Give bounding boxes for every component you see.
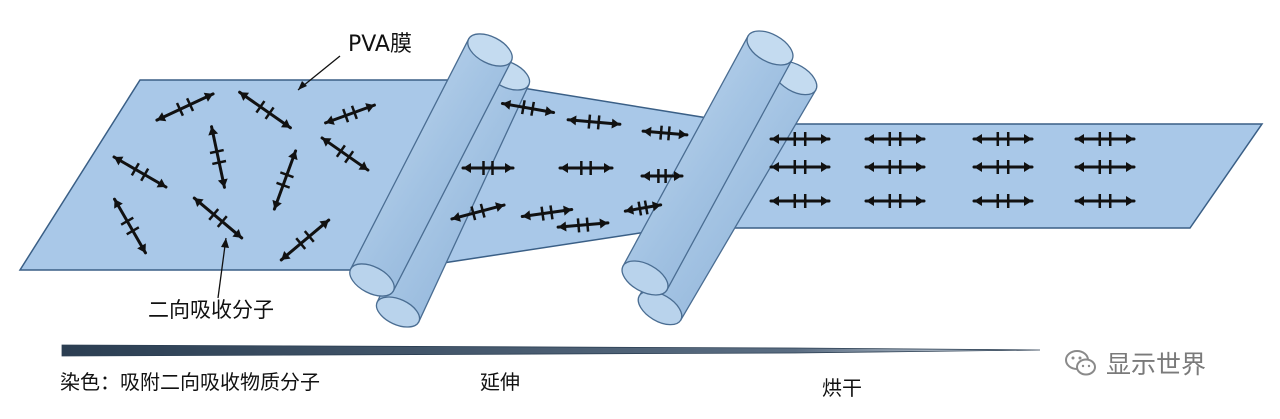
dyeing-step-label: 染色：吸附二向吸收物质分子 (60, 370, 320, 394)
dichroic-molecule (864, 132, 926, 146)
dichroic-molecule (864, 160, 926, 174)
film-label-leader-head (298, 81, 307, 90)
watermark: 显示世界 (1064, 345, 1206, 381)
dichroic-molecule (208, 125, 228, 189)
dichroic-molecule (641, 125, 689, 141)
dichroic-molecule (1074, 160, 1136, 174)
dichroic-molecule (272, 149, 298, 211)
dichroic-molecule-label: 二向吸收分子 (148, 298, 274, 322)
dichroic-molecule (558, 161, 614, 175)
dichroic-molecule (112, 155, 168, 189)
pva-film-label: PVA膜 (348, 32, 412, 57)
dichroic-molecule (450, 202, 506, 222)
dichroic-molecule (324, 103, 376, 125)
process-timeline-bar (61, 344, 1041, 357)
dichroic-molecule (864, 194, 926, 208)
dichroic-molecule (500, 99, 556, 117)
roller-2-upper (621, 30, 794, 296)
molecule-label-leader (217, 237, 227, 299)
wechat-icon (1065, 350, 1096, 376)
dichroic-molecule (769, 132, 831, 146)
dichroic-molecule (556, 217, 610, 233)
dichroic-molecule (113, 197, 147, 255)
dichroic-molecule (155, 92, 215, 122)
dichroic-molecule (320, 136, 370, 172)
drying-step-label: 烘干 (822, 376, 862, 400)
watermark-text: 显示世界 (1106, 350, 1207, 379)
stretching-step-label: 延伸 (480, 370, 520, 394)
dichroic-molecule (769, 194, 831, 208)
dichroic-molecule (520, 205, 574, 221)
dichroic-molecule (972, 160, 1034, 174)
molecule-label-leader-head (221, 238, 229, 248)
roller-1-upper (349, 33, 513, 297)
dichroic-molecule (640, 169, 684, 183)
dichroic-molecule (972, 132, 1034, 146)
dichroic-molecule (238, 90, 292, 130)
dichroic-molecule (623, 200, 663, 216)
dichroic-molecule (1074, 132, 1136, 146)
dichroic-molecule (461, 161, 515, 175)
dichroic-molecule (279, 218, 331, 262)
dichroic-molecule (1074, 194, 1136, 208)
dichroic-molecule (972, 194, 1034, 208)
dichroic-molecule (192, 196, 244, 240)
dichroic-molecule (769, 160, 831, 174)
dichroic-molecule (566, 114, 622, 130)
